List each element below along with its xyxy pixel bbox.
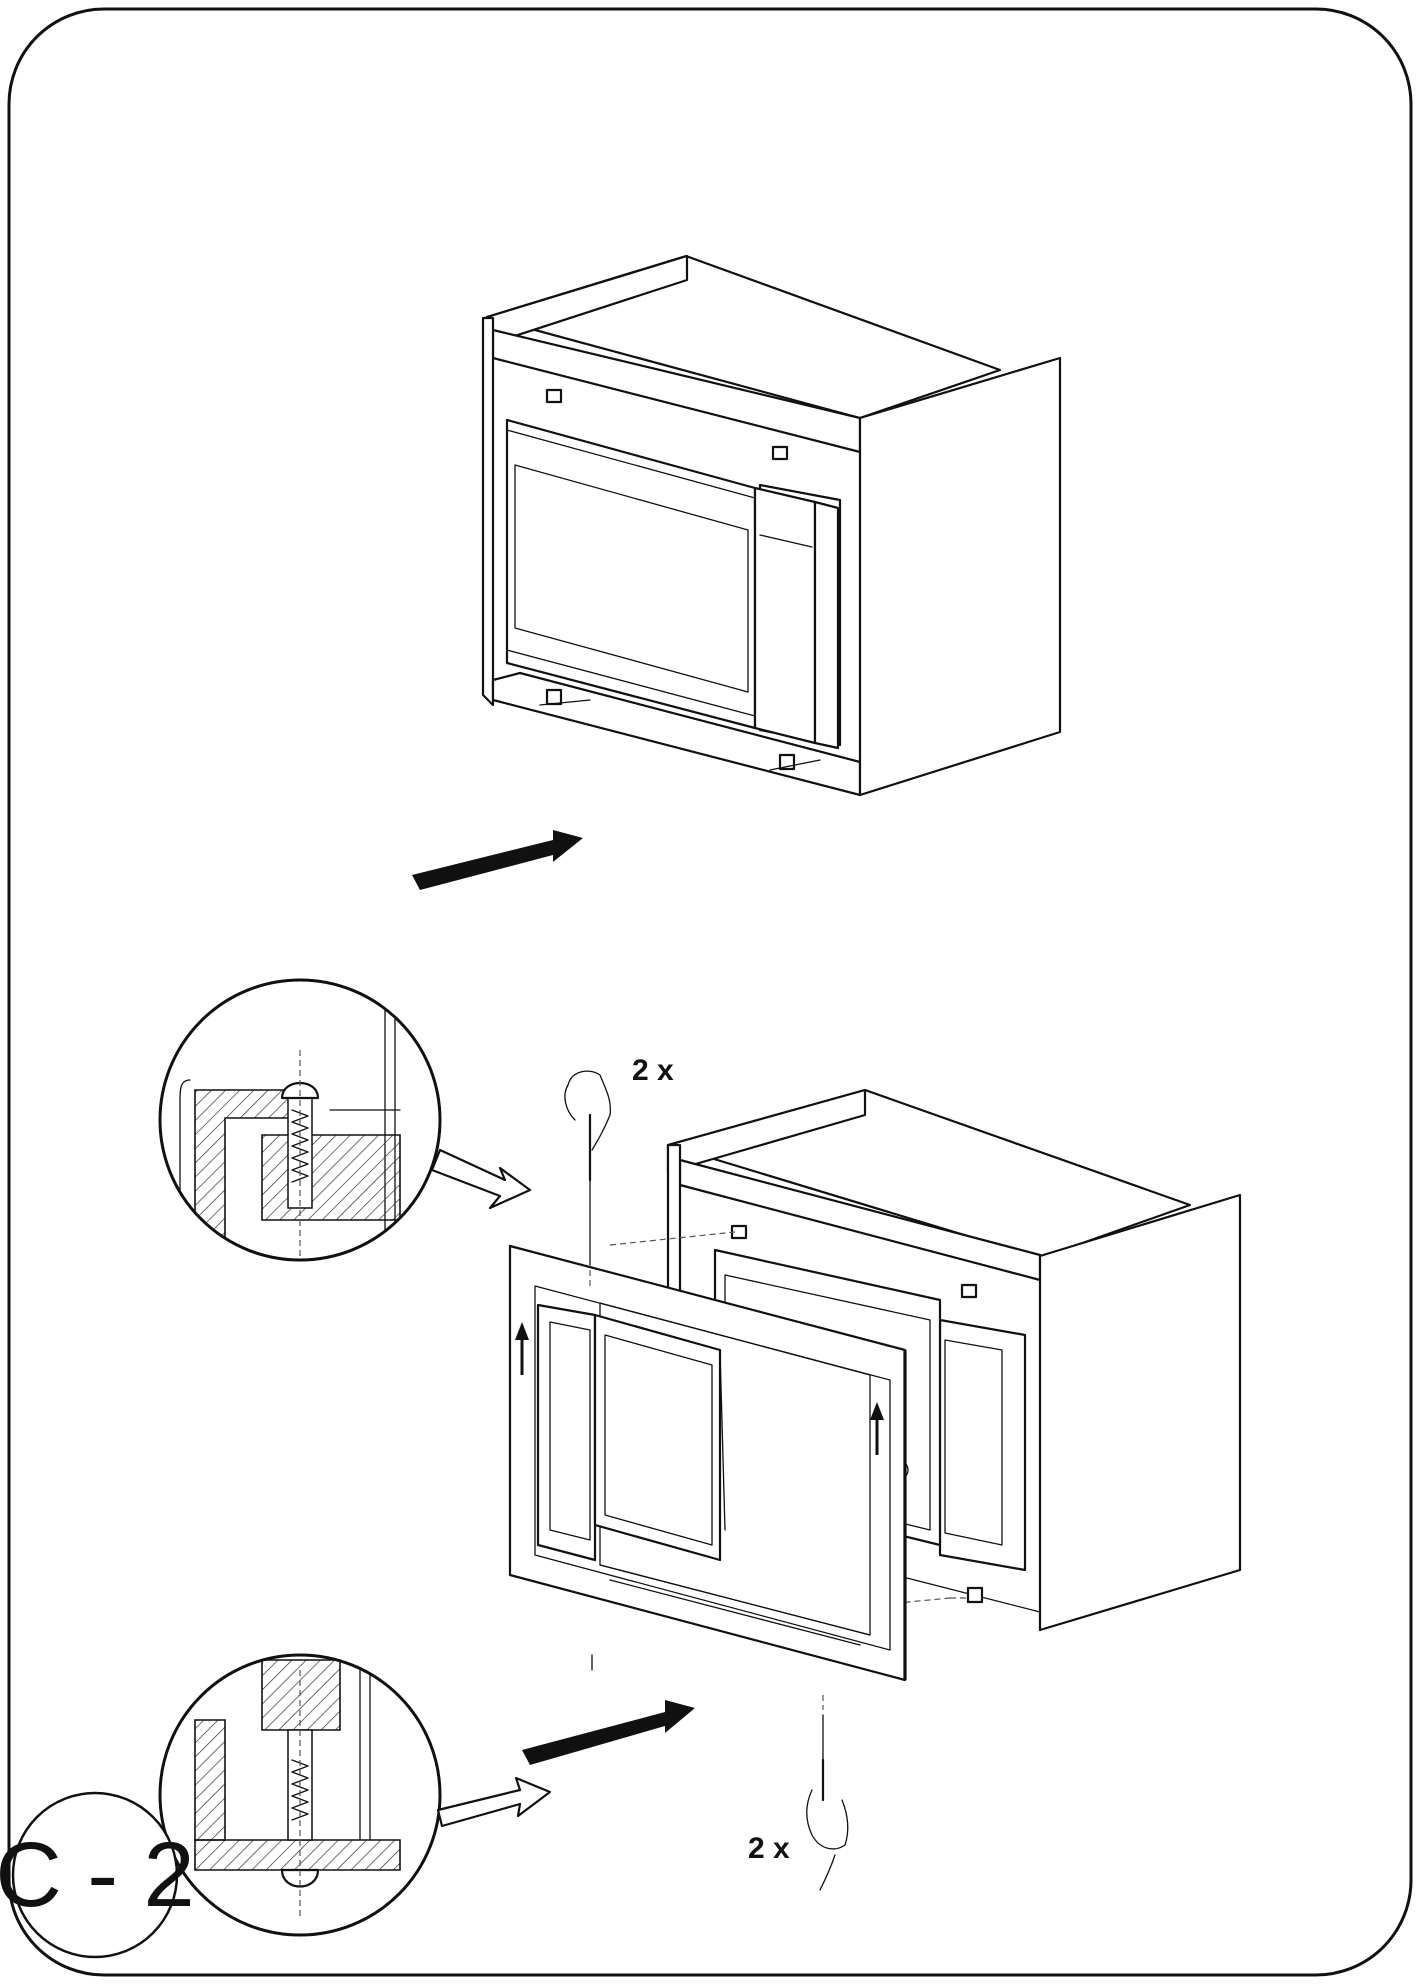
push-in-arrow-icon [412,830,583,890]
detail-view-top [158,978,442,1262]
push-in-arrow-icon [522,1700,695,1765]
hand-screwdriver-icon [564,1070,612,1290]
trim-frame [508,1244,907,1682]
detail-pointer-arrow-icon [436,1776,552,1828]
step-badge [11,1791,179,1959]
top-cabinet-illustration [481,254,1062,797]
hand-screwdriver-icon [591,1654,849,1891]
screw-count-top-label: 2 x [632,1054,674,1087]
page-frame [7,7,1413,1977]
detail-pointer-arrow-icon [430,1148,532,1210]
screw-count-bottom-label: 2 x [748,1832,790,1865]
lift-arrow-icon [515,1322,529,1375]
lift-arrow-icon [870,1402,884,1455]
detail-view-bottom [158,1653,442,1937]
step-label: C - 2 [0,1824,195,1926]
